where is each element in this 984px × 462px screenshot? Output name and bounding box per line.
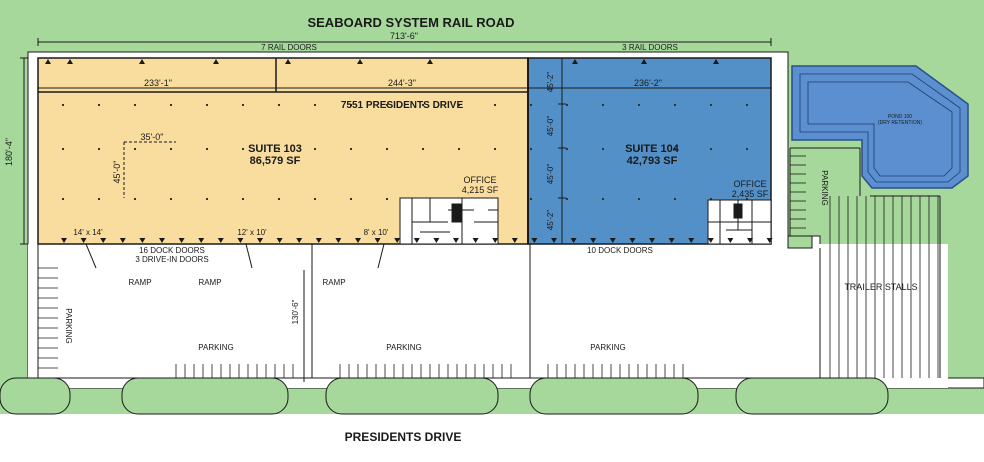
bay-depth-dim: 45'-0" [112,161,122,184]
dimension-lines [20,38,772,382]
dock-right: 10 DOCK DOORS [587,246,653,255]
parking-stripes [38,155,939,378]
dock-door-markers [61,238,773,243]
bay-45-2-bottom: 45'-2" [546,210,555,231]
suite-103-area-text: 86,579 SF [250,155,301,167]
pond-label-1: POND 100 [888,114,912,120]
office-103-area: 4,215 SF [462,185,499,195]
bay-45-0-b: 45'-0" [546,164,555,185]
retention-pond [791,65,969,189]
pond-contour-inner [807,81,953,177]
ramp-2: RAMP [198,278,221,287]
office-103-layout [399,197,499,245]
parking-side-label: PARKING [64,308,73,343]
pond-contour [799,73,961,183]
office-103-label: OFFICE [464,175,497,185]
truck-court-dim: 130'-6" [291,299,300,324]
street-area [0,414,984,462]
overall-depth-dim: 180'-4" [4,138,14,166]
bay-45-2-top: 45'-2" [546,72,555,93]
rail-road-label: SEABOARD SYSTEM RAIL ROAD [307,15,514,30]
door-14-label: 14' x 14' [73,228,103,237]
suite-103-name: SUITE 103 [248,143,302,155]
dock-left-2: 3 DRIVE-IN DOORS [135,255,208,264]
ramp-1: RAMP [128,278,151,287]
parking-1-label: PARKING [198,343,233,352]
trailer-stalls-label: TRAILER STALLS [844,282,917,292]
dock-left-1: 16 DOCK DOORS [139,246,205,255]
bay-45-0-a: 45'-0" [546,116,555,137]
street-label: PRESIDENTS DRIVE [345,430,462,444]
parking-east-label: PARKING [820,170,829,205]
truck-court-paving [28,244,948,388]
door-8-label: 8' x 10' [364,228,389,237]
rail-doors-left: 7 RAIL DOORS [261,43,317,52]
pond-label-2: (DRY RETENTION) [878,120,922,126]
bay-width-dim: 35'-0" [141,132,164,142]
suite-104-area-text: 42,793 SF [627,155,678,167]
rail-door-markers [45,59,719,64]
parking-2-label: PARKING [386,343,421,352]
door-12-label: 12' x 10' [237,228,267,237]
overall-width-dim: 713'-6" [390,31,418,41]
suite-104-name: SUITE 104 [625,143,680,155]
landscape-islands [0,235,889,415]
address-label: 7551 PRESIDENTS DRIVE [341,100,464,111]
column-grid [62,104,748,200]
dim-c: 236'-2" [634,78,662,88]
dim-b: 244'-3" [388,78,416,88]
ramp-3: RAMP [322,278,345,287]
office-104-label: OFFICE [734,179,767,189]
parking-3-label: PARKING [590,343,625,352]
dim-a: 233'-1" [144,78,172,88]
rail-doors-right: 3 RAIL DOORS [622,43,678,52]
office-104-layout [707,199,772,245]
office-104-area: 2,435 SF [732,189,769,199]
